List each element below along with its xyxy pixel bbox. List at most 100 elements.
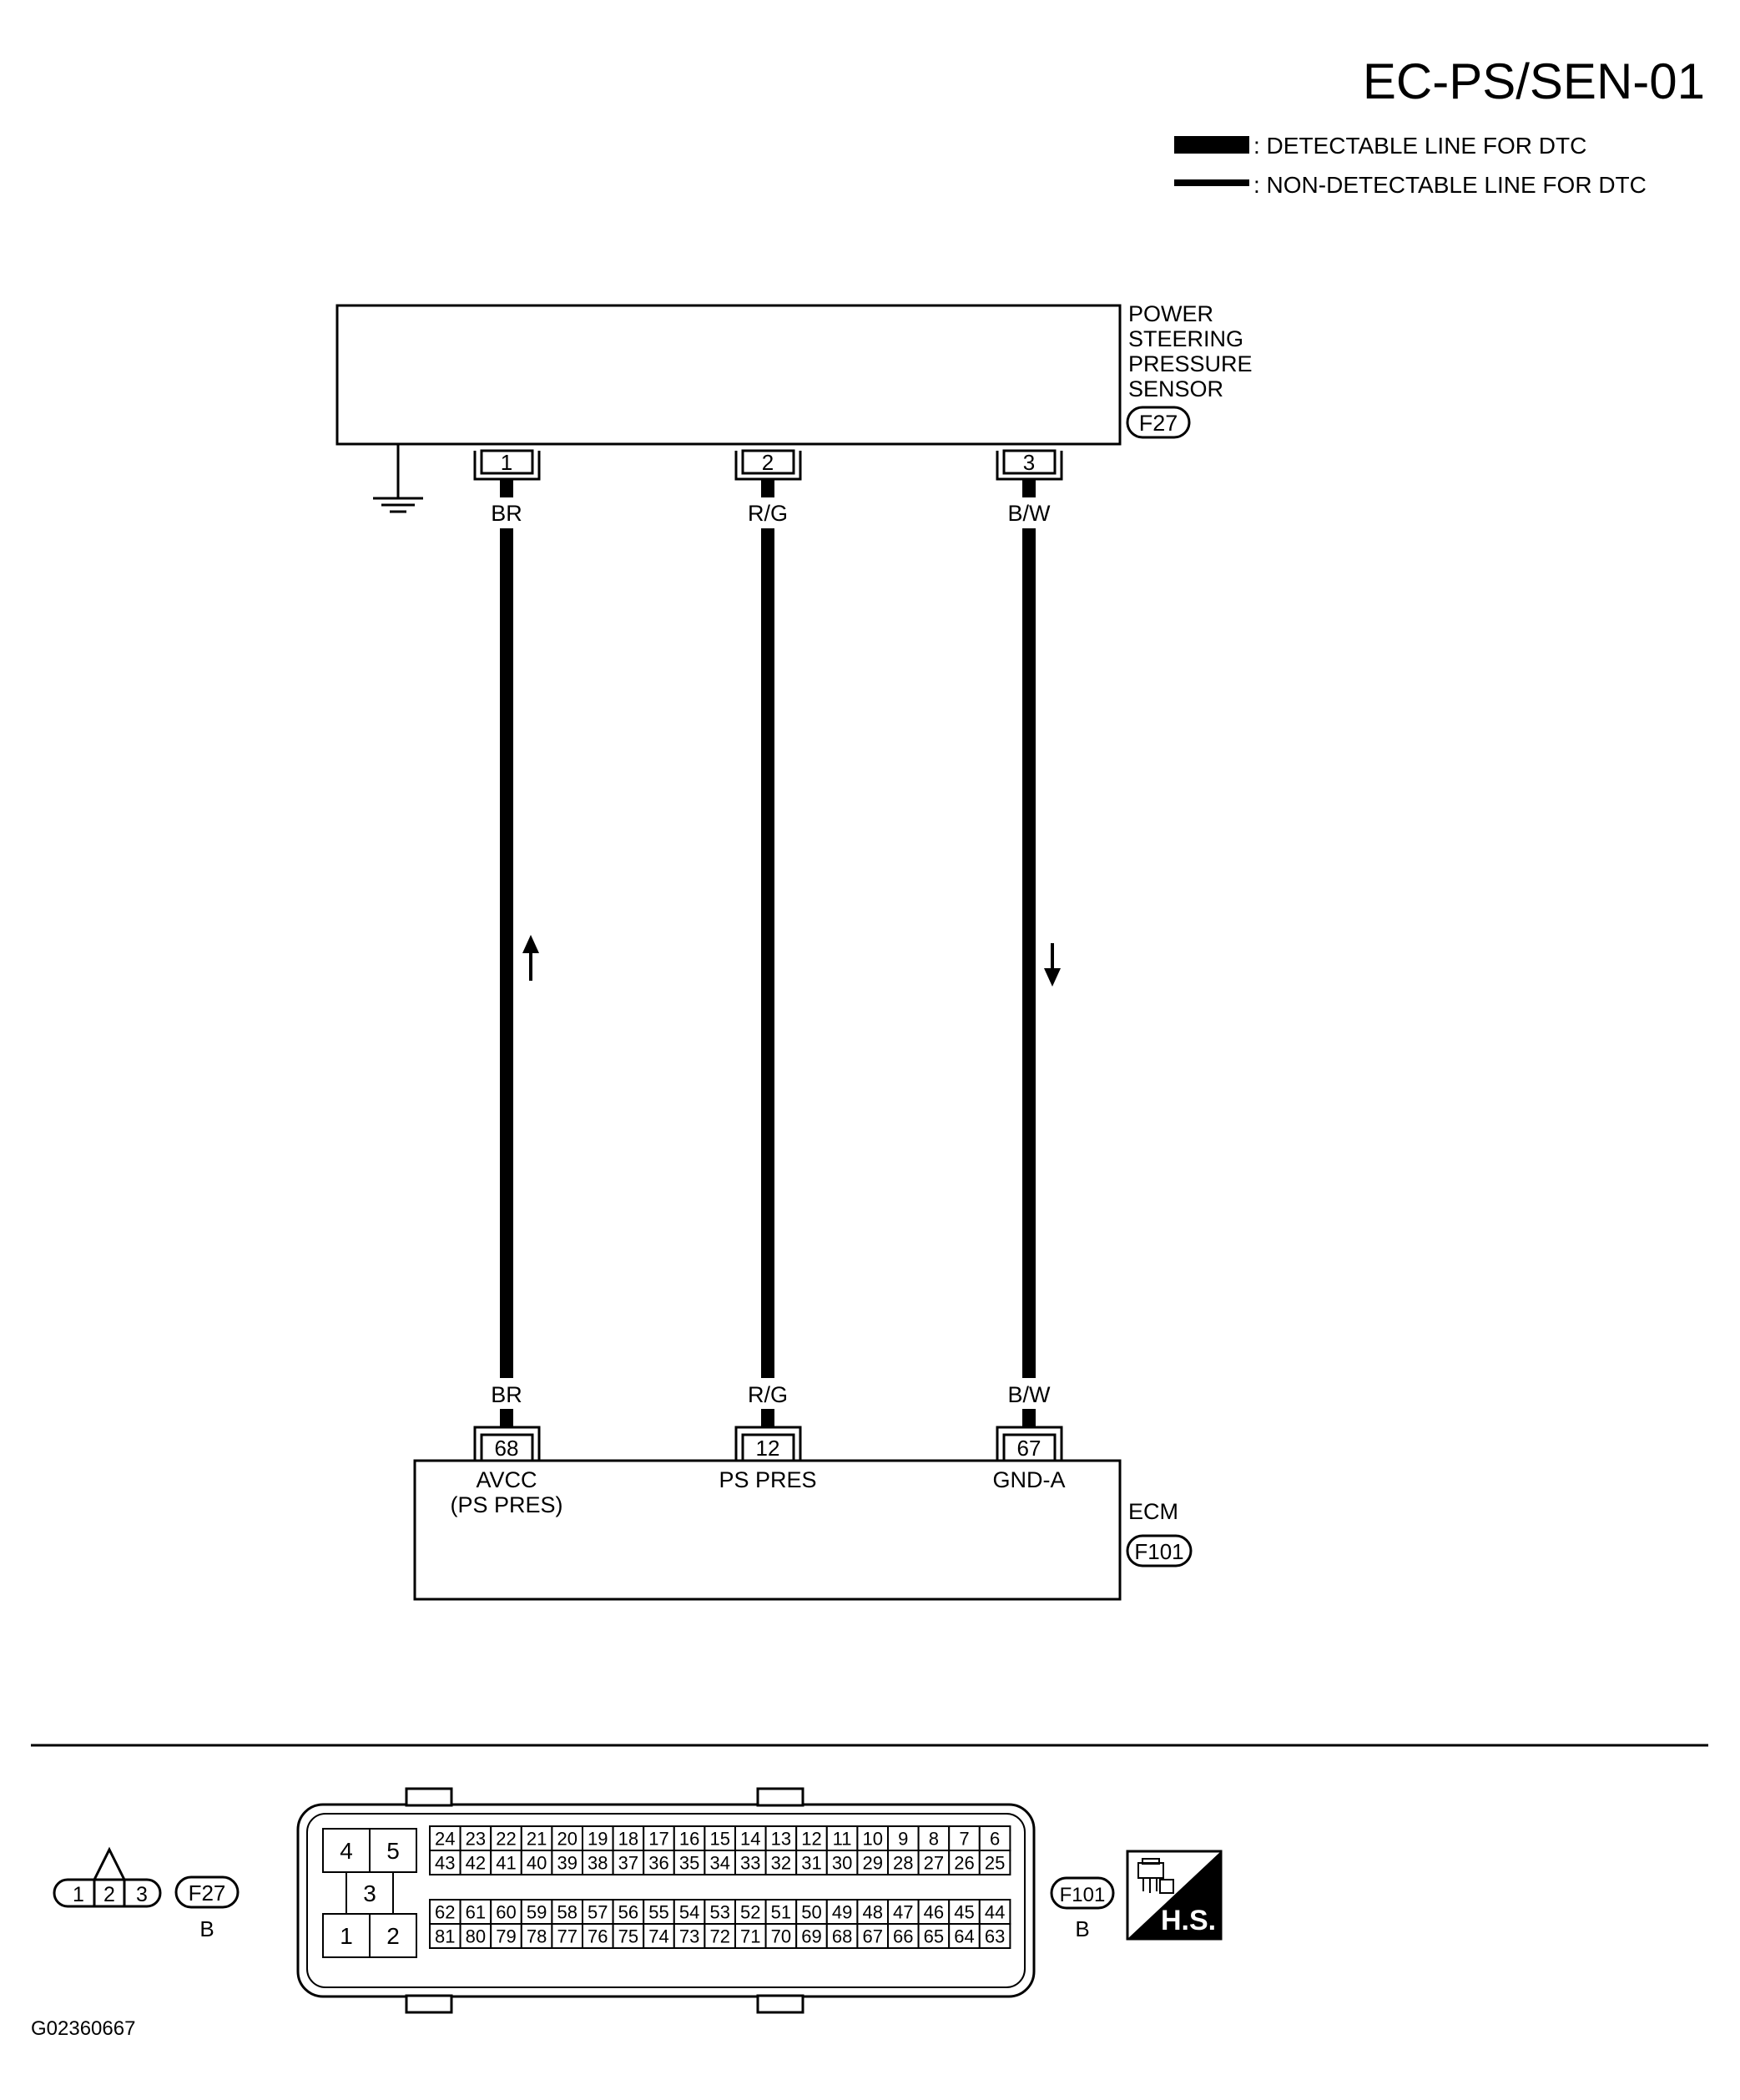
ecm-pin-67-box — [1002, 1433, 1057, 1462]
hs-badge: H.S. — [1126, 1850, 1223, 1941]
f101-pin-21: 21 — [527, 1828, 547, 1849]
wire-bw-color-top: B/W — [1008, 501, 1052, 526]
f101-pin-65-cell — [917, 1923, 951, 1949]
ecm-pin-68-label-line-2: (PS PRES) — [450, 1492, 562, 1517]
f101-pin-60: 60 — [496, 1901, 516, 1922]
wire-bw-color-bottom: B/W — [1008, 1382, 1052, 1407]
f101-pin-8: 8 — [929, 1828, 939, 1849]
f101-pin-60-cell — [490, 1899, 522, 1925]
ecm-pin-12-number: 12 — [756, 1436, 780, 1461]
f101-pin-32: 32 — [771, 1852, 791, 1873]
hs-badge-fill — [1127, 1851, 1221, 1939]
sensor-name-line-4: SENSOR — [1128, 376, 1223, 401]
ecm-component: ECM F101 — [413, 1459, 1193, 1601]
f101-pin-80: 80 — [466, 1926, 486, 1946]
f101-pin-23-cell — [459, 1825, 492, 1851]
f101-pin-9: 9 — [898, 1828, 908, 1849]
f101-pin-25: 25 — [985, 1852, 1005, 1873]
f101-pin-45-cell — [948, 1899, 981, 1925]
f101-pin-42: 42 — [466, 1852, 486, 1873]
f101-pin-3: 3 — [363, 1880, 376, 1906]
f101-pin-54: 54 — [679, 1901, 699, 1922]
arrow-up-icon — [522, 935, 539, 981]
wire-br-line — [500, 528, 513, 1378]
f101-pin-66-cell — [887, 1923, 920, 1949]
f101-pin-33: 33 — [740, 1852, 760, 1873]
f101-pin-63: 63 — [985, 1926, 1005, 1946]
f101-pin-77: 77 — [557, 1926, 577, 1946]
f101-pin-35: 35 — [679, 1852, 699, 1873]
f101-tag: F101 — [1060, 1884, 1106, 1906]
f101-pin-31: 31 — [801, 1852, 821, 1873]
f101-pin-17: 17 — [648, 1828, 668, 1849]
f101-pin-27: 27 — [924, 1852, 944, 1873]
f101-outer-outline — [296, 1803, 1036, 1998]
diagram-code: EC-PS/SEN-01 — [1363, 53, 1705, 109]
f101-pin-22: 22 — [496, 1828, 516, 1849]
legend-non-detectable-swatch — [1174, 179, 1249, 186]
f101-pin-39-cell — [551, 1850, 584, 1875]
wire-br-color-top: BR — [491, 501, 522, 526]
f101-latch-top-left — [405, 1787, 453, 1807]
f101-pin-61: 61 — [466, 1901, 486, 1922]
f101-pin-19: 19 — [588, 1828, 608, 1849]
f101-pin-68: 68 — [832, 1926, 852, 1946]
f101-pin-52: 52 — [740, 1901, 760, 1922]
wire-br-stub-bottom — [500, 1409, 513, 1427]
f101-pin-6: 6 — [990, 1828, 1000, 1849]
f101-pin-53: 53 — [709, 1901, 729, 1922]
ground-icon — [373, 444, 423, 513]
wire-rg-color-bottom: R/G — [748, 1382, 788, 1407]
f27-connector-view: 1 2 3 F27 B — [53, 1846, 240, 1941]
f101-pin-41: 41 — [496, 1852, 516, 1873]
f101-pin-25-cell — [978, 1850, 1011, 1875]
legend: : DETECTABLE LINE FOR DTC : NON-DETECTAB… — [1174, 133, 1647, 198]
f101-pin-3-cell — [345, 1871, 394, 1915]
f101-pin-63-cell — [978, 1923, 1011, 1949]
f27-key-icon — [93, 1846, 126, 1880]
footer-code: G02360667 — [31, 2017, 135, 2040]
f101-pin-59: 59 — [527, 1901, 547, 1922]
hs-label: H.S. — [1161, 1905, 1216, 1936]
f101-pin-58: 58 — [557, 1901, 577, 1922]
f101-pin-48: 48 — [862, 1901, 882, 1922]
wire-bw-stub-bottom — [1022, 1409, 1036, 1427]
connector-harness-icon — [1137, 1858, 1174, 1894]
sensor-name-line-3: PRESSURE — [1128, 351, 1253, 376]
f101-pin-74: 74 — [648, 1926, 668, 1946]
f27-pin-2: 2 — [103, 1883, 115, 1906]
f27-color: B — [199, 1916, 214, 1941]
ecm-pin-68-terminal — [473, 1426, 541, 1461]
sensor-name-line-1: POWER — [1128, 301, 1213, 326]
f101-pin-16: 16 — [679, 1828, 699, 1849]
f101-pin-78-cell — [520, 1923, 553, 1949]
f101-pin-18: 18 — [618, 1828, 638, 1849]
f101-pin-47: 47 — [893, 1901, 913, 1922]
f101-pin-10: 10 — [862, 1828, 882, 1849]
f101-pin-46: 46 — [924, 1901, 944, 1922]
f27-tag: F27 — [189, 1880, 226, 1906]
f101-pin-49: 49 — [832, 1901, 852, 1922]
wire-br-stub-top — [500, 479, 513, 497]
f101-pin-33-cell — [734, 1850, 767, 1875]
f27-tag-outline — [174, 1875, 240, 1909]
f101-pin-44: 44 — [985, 1901, 1005, 1922]
f101-pin-45: 45 — [954, 1901, 974, 1922]
f101-pin-43-cell — [429, 1850, 461, 1875]
f101-pin-39: 39 — [557, 1852, 577, 1873]
ecm-connector-label: F101 — [1134, 1539, 1183, 1564]
f101-pin-69: 69 — [801, 1926, 821, 1946]
f101-color: B — [1075, 1916, 1089, 1941]
legend-detectable-swatch — [1174, 136, 1249, 154]
f101-pin-4: 4 — [340, 1838, 353, 1864]
f101-pin-80-cell — [459, 1923, 492, 1949]
f101-pin-64-cell — [948, 1923, 981, 1949]
f101-pin-28: 28 — [893, 1852, 913, 1873]
wire-rg-stub-top — [761, 479, 774, 497]
f101-pin-27-cell — [917, 1850, 951, 1875]
f101-pin-70: 70 — [771, 1926, 791, 1946]
